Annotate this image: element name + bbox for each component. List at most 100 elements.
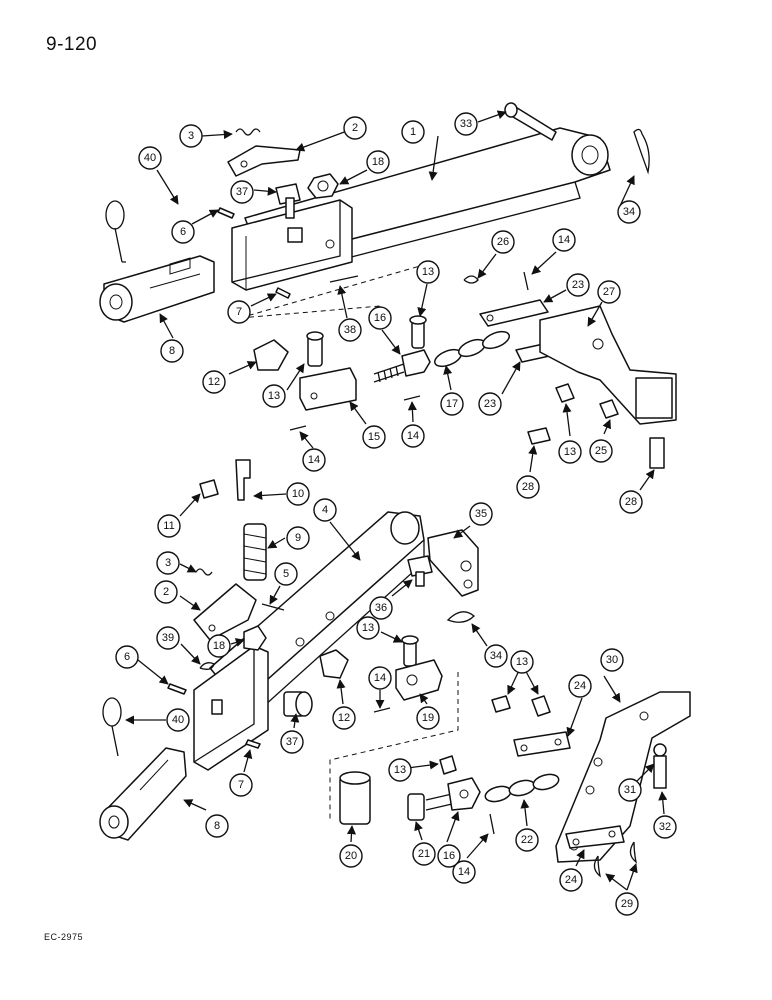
callout-34: 34 — [484, 644, 508, 668]
callout-37: 37 — [280, 730, 304, 754]
svg-text:29: 29 — [621, 898, 633, 910]
svg-text:33: 33 — [460, 118, 472, 130]
svg-text:23: 23 — [484, 398, 496, 410]
callout-21: 21 — [412, 842, 436, 866]
callout-25: 25 — [589, 439, 613, 463]
callout-23: 23 — [566, 273, 590, 297]
lift-arm-lower-eye — [390, 511, 420, 545]
clevis-19 — [395, 659, 443, 701]
pin-36 — [407, 555, 433, 577]
callout-8: 8 — [205, 814, 229, 838]
callout-12: 12 — [202, 370, 226, 394]
pin-38 — [329, 275, 359, 283]
callout-40: 40 — [138, 146, 162, 170]
ring-pin-upper — [105, 200, 125, 230]
svg-text:2: 2 — [352, 122, 358, 134]
svg-text:23: 23 — [572, 279, 584, 291]
pin-14e — [489, 813, 495, 835]
svg-text:35: 35 — [475, 508, 487, 520]
callout-14: 14 — [552, 228, 576, 252]
callout-9: 9 — [286, 526, 310, 550]
bolt-13f — [531, 695, 551, 717]
callout-12: 12 — [332, 706, 356, 730]
callout-28: 28 — [516, 475, 540, 499]
svg-text:3: 3 — [165, 557, 171, 569]
svg-text:5: 5 — [283, 568, 289, 580]
bottom-lift-arm-assembly — [99, 459, 691, 878]
callout-24: 24 — [568, 674, 592, 698]
clip-34-lower — [446, 611, 475, 623]
svg-text:40: 40 — [144, 152, 156, 164]
top-lift-arm-assembly — [99, 102, 677, 469]
pin-14d — [373, 707, 391, 713]
callout-11: 11 — [157, 514, 181, 538]
bolt-11 — [199, 479, 219, 499]
plate-24-upper — [513, 731, 571, 757]
svg-text:14: 14 — [558, 234, 570, 246]
bolt-13c — [555, 383, 575, 403]
callout-3: 3 — [156, 551, 180, 575]
bolt-32 — [653, 755, 667, 789]
svg-text:16: 16 — [374, 312, 386, 324]
svg-text:36: 36 — [375, 602, 387, 614]
pin-7-lower — [245, 739, 261, 749]
callout-13: 13 — [510, 650, 534, 674]
callout-16: 16 — [437, 844, 461, 868]
svg-text:12: 12 — [208, 376, 220, 388]
clevis-16 — [401, 349, 431, 377]
clip-29a — [593, 855, 601, 878]
callout-13: 13 — [388, 758, 412, 782]
pin-6-lower — [167, 683, 187, 695]
svg-text:13: 13 — [564, 446, 576, 458]
svg-text:25: 25 — [595, 445, 607, 457]
svg-text:13: 13 — [394, 764, 406, 776]
callout-4: 4 — [313, 498, 337, 522]
callout-5: 5 — [274, 562, 298, 586]
callout-2: 2 — [154, 580, 178, 604]
svg-text:15: 15 — [368, 431, 380, 443]
svg-text:32: 32 — [659, 821, 671, 833]
svg-text:7: 7 — [236, 306, 242, 318]
callout-28: 28 — [619, 490, 643, 514]
svg-text:16: 16 — [443, 850, 455, 862]
pin-13g — [439, 755, 457, 775]
bolt-28b — [649, 437, 665, 469]
svg-text:13: 13 — [362, 622, 374, 634]
svg-text:28: 28 — [625, 496, 637, 508]
chain-17 — [434, 330, 510, 368]
svg-text:13: 13 — [422, 266, 434, 278]
callout-13: 13 — [262, 384, 286, 408]
bush-21 — [407, 793, 425, 821]
pin-7-upper — [275, 287, 291, 299]
svg-text:14: 14 — [374, 672, 386, 684]
svg-text:31: 31 — [624, 784, 636, 796]
svg-text:14: 14 — [407, 430, 419, 442]
svg-text:14: 14 — [308, 454, 320, 466]
threaded-rod-16 — [373, 363, 405, 383]
washer-31 — [653, 743, 667, 757]
chain-22 — [484, 773, 560, 803]
svg-text:21: 21 — [418, 848, 430, 860]
callout-33: 33 — [454, 112, 478, 136]
callout-6: 6 — [115, 645, 139, 669]
nut-18-upper — [307, 173, 339, 199]
bracket-27-base — [635, 377, 673, 419]
clip-26 — [463, 275, 479, 284]
svg-text:37: 37 — [286, 736, 298, 748]
lift-arm-upper-eye — [571, 134, 609, 176]
svg-text:11: 11 — [163, 520, 174, 532]
svg-text:28: 28 — [522, 481, 534, 493]
callout-20: 20 — [339, 844, 363, 868]
svg-text:1: 1 — [410, 126, 416, 138]
svg-text:7: 7 — [238, 779, 244, 791]
callout-27: 27 — [597, 280, 621, 304]
callout-23: 23 — [478, 392, 502, 416]
clevis-16-lower — [447, 777, 481, 811]
svg-text:39: 39 — [162, 632, 174, 644]
callout-24: 24 — [559, 868, 583, 892]
bolt-25 — [599, 399, 619, 419]
svg-text:8: 8 — [169, 345, 175, 357]
spring-3-lower — [195, 568, 213, 576]
spring-9 — [243, 523, 267, 581]
